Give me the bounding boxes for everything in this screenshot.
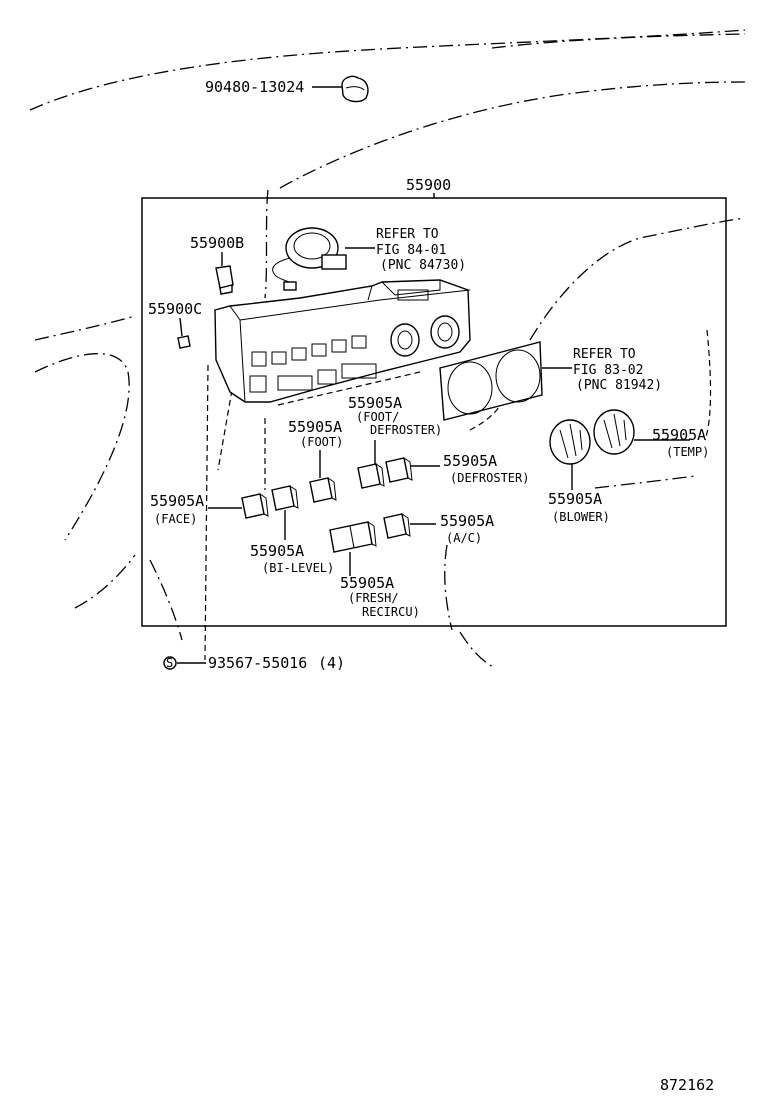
label-footdef-desc2: DEFROSTER) [370,423,442,437]
label-bulb: 55900B [190,234,244,252]
control-unit-body[interactable] [214,279,471,403]
label-foot-desc: (FOOT) [300,435,343,449]
label-face-desc: (FACE) [154,512,197,526]
refer-83-line3: (PNC 81942) [576,378,662,393]
knob-foot[interactable] [309,477,337,503]
label-fresh-desc2: RECIRCU) [362,605,420,619]
bezel-panel[interactable] [439,341,543,421]
figure-number: 872162 [660,1076,714,1094]
label-bilevel-desc: (BI-LEVEL) [262,561,334,575]
knob-foot-defroster[interactable] [357,463,385,489]
label-temp-desc: (TEMP) [666,445,709,459]
refer-84-line3: (PNC 84730) [380,258,466,273]
label-temp-pn: 55905A [652,426,706,444]
bulb-socket-55900c[interactable] [177,335,191,349]
clip-90480-13024[interactable] [341,75,369,103]
label-def-pn: 55905A [443,452,497,470]
label-fresh-desc1: (FRESH/ [348,591,399,605]
knob-defroster[interactable] [385,457,413,483]
screw-93567-55016[interactable] [163,656,177,670]
knob-fresh-recirc[interactable] [329,521,377,553]
knob-blower[interactable] [549,419,591,465]
label-screw-bottom-pn: 93567-55016 [208,654,307,672]
knob-bi-level[interactable] [271,485,299,511]
label-assembly: 55900 [406,176,451,194]
label-ac-desc: (A/C) [446,531,482,545]
label-footdef-pn: 55905A [348,394,402,412]
label-face-pn: 55905A [150,492,204,510]
label-def-desc: (DEFROSTER) [450,471,529,485]
label-footdef-desc1: (FOOT/ [356,410,399,424]
refer-84-line1: REFER TO [376,227,439,242]
knob-face[interactable] [241,493,269,519]
label-foot-pn: 55905A [288,418,342,436]
label-screw-bottom-qty: (4) [318,654,345,672]
label-bulb-socket: 55900C [148,300,202,318]
label-blower-desc: (BLOWER) [552,510,610,524]
knob-ac[interactable] [383,513,411,539]
blower-resistor-part[interactable] [272,227,347,291]
refer-84-line2: FIG 84-01 [376,243,446,258]
bulb-55900b[interactable] [215,265,234,295]
label-ac-pn: 55905A [440,512,494,530]
label-blower-pn: 55905A [548,490,602,508]
label-bilevel-pn: 55905A [250,542,304,560]
label-screw-top: 90480-13024 [205,78,304,96]
label-fresh-pn: 55905A [340,574,394,592]
refer-83-line1: REFER TO [573,347,636,362]
knob-temp[interactable] [593,409,635,455]
screw-symbol: S [166,656,173,670]
dashboard-outline [29,29,746,669]
refer-83-line2: FIG 83-02 [573,363,643,378]
